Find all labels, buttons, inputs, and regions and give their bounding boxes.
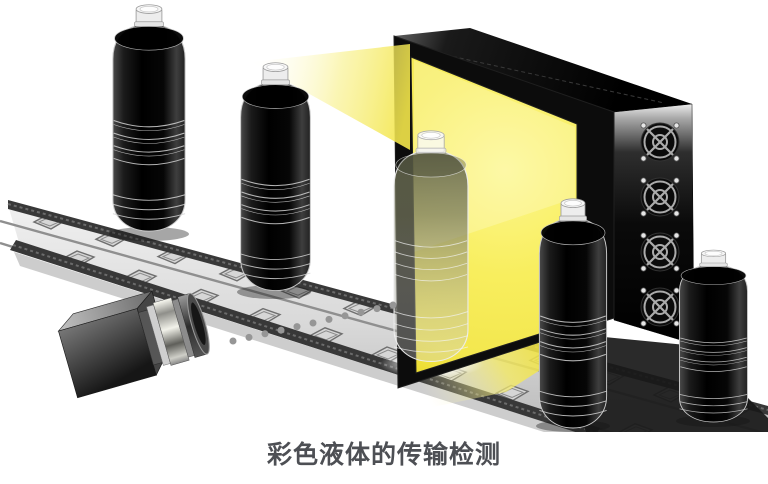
camera-lens <box>137 292 210 366</box>
detection-dot <box>357 308 365 316</box>
bottle-clear-inspected <box>393 130 469 363</box>
detection-dot <box>277 326 285 334</box>
inspection-scene <box>0 4 768 432</box>
detection-dot <box>261 330 269 338</box>
bottle-dark-3 <box>538 198 608 429</box>
cooling-fan-icon <box>639 176 681 218</box>
cooling-fan-icon <box>639 121 681 163</box>
bottle-dark-1 <box>112 4 186 232</box>
detection-dot <box>341 312 349 320</box>
detection-dot <box>325 315 333 323</box>
industrial-camera-icon <box>57 290 210 399</box>
detection-dots <box>229 301 397 345</box>
detection-dot <box>389 301 397 309</box>
detection-dot <box>373 305 381 313</box>
detection-dot <box>245 333 253 341</box>
bottle-dark-4 <box>678 249 749 423</box>
cooling-fan-icon <box>639 231 681 273</box>
detection-dot <box>293 323 301 331</box>
bottle-dark-2 <box>240 62 311 292</box>
caption: 彩色液体的传输检测 <box>266 440 501 469</box>
light-beam <box>252 44 410 150</box>
cooling-fan-icon <box>639 286 681 328</box>
box-top-face <box>394 28 692 112</box>
box-top-seam <box>445 54 665 104</box>
detection-dot <box>229 337 237 345</box>
detection-dot <box>309 319 317 327</box>
